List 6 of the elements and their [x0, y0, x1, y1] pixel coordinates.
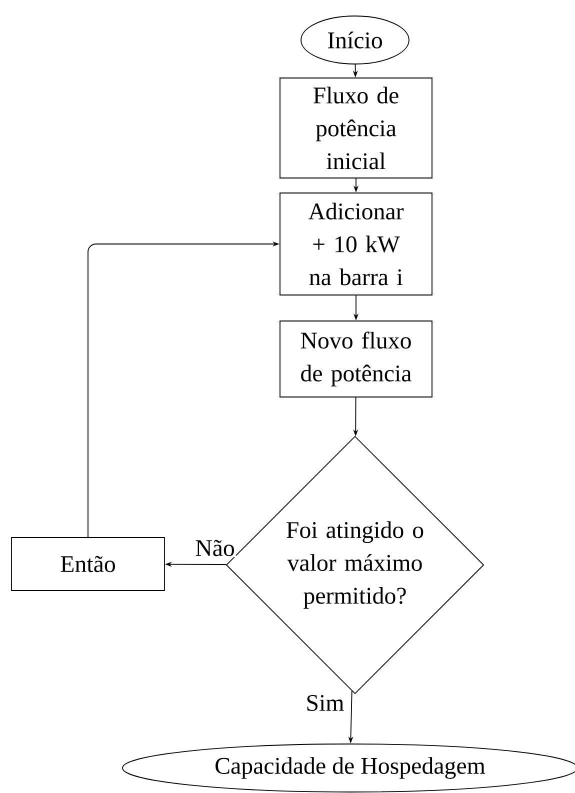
edge-label: Sim — [304, 694, 346, 712]
process-box: Então — [11, 537, 165, 591]
process-box: Fluxo de potência inicial — [280, 78, 432, 178]
process-box: Adicionar + 10 kW na barra i — [280, 192, 432, 296]
edge-label: Não — [194, 538, 236, 558]
process-box: Novo fluxo de potência — [280, 320, 432, 398]
